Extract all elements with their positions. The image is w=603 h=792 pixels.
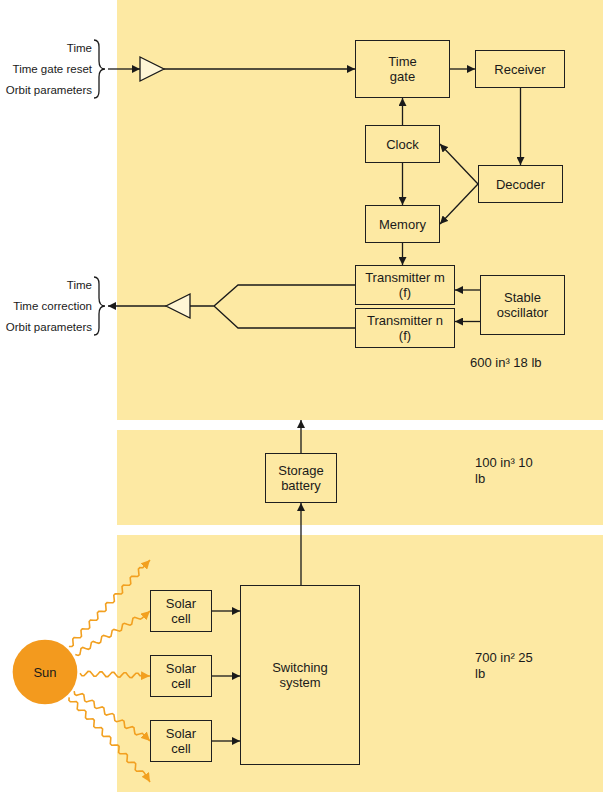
signal-arrow xyxy=(402,243,403,265)
box-label: Transmitter n (f) xyxy=(365,313,445,343)
spec-wrapper: 600 in³ 18 lb xyxy=(470,355,542,371)
light-ray xyxy=(69,560,150,647)
signal-arrow xyxy=(402,98,403,125)
function-box: Solar cell xyxy=(150,655,212,697)
light-ray xyxy=(69,697,150,782)
signal-arrow xyxy=(212,610,240,611)
signal-arrow xyxy=(440,184,478,224)
function-box: Transmitter n (f) xyxy=(355,308,455,348)
box-label: Transmitter m (f) xyxy=(365,270,445,300)
box-label: Receiver xyxy=(494,62,545,77)
signal-label-wrapper: Time gate reset xyxy=(13,62,92,76)
box-label: Solar cell xyxy=(159,596,203,626)
box-label: Clock xyxy=(386,137,419,152)
function-box: Storage battery xyxy=(265,453,337,503)
signal-label-wrapper: Time xyxy=(67,41,92,55)
signal-label: Time gate reset xyxy=(13,62,92,76)
output-wire xyxy=(108,305,166,306)
signal-label: Orbit parameters xyxy=(6,320,92,334)
output-amplifier xyxy=(166,294,190,318)
function-box: Stable oscillator xyxy=(480,275,565,335)
module-panel: 700 in² 25 lbSolar cellSolar cellSolar c… xyxy=(117,535,603,792)
signal-arrow xyxy=(455,289,480,290)
sun-circle: Sun xyxy=(12,639,78,705)
signal-arrow xyxy=(212,675,240,676)
signal-label: Time xyxy=(67,278,92,292)
spec-text: 700 in² 25 lb xyxy=(475,650,537,682)
function-box: Clock xyxy=(365,125,440,163)
signal-arrow xyxy=(450,68,475,69)
signal-arrow xyxy=(300,503,301,585)
signal-label-wrapper: Orbit parameters xyxy=(6,320,92,334)
output-wire xyxy=(190,285,355,328)
input-amplifier xyxy=(140,57,164,81)
spec-text: 600 in³ 18 lb xyxy=(470,355,542,371)
function-box: Solar cell xyxy=(150,720,212,762)
signal-arrow xyxy=(455,321,480,322)
signal-arrow xyxy=(402,163,403,205)
function-box: Time gate xyxy=(355,40,450,98)
box-label: Solar cell xyxy=(159,726,203,756)
function-box: Decoder xyxy=(478,165,563,203)
box-label: Solar cell xyxy=(159,661,203,691)
input-wire xyxy=(164,68,355,69)
input-wire xyxy=(108,68,140,69)
box-label: Time gate xyxy=(378,54,428,84)
signal-label-wrapper: Time correction xyxy=(13,299,92,313)
sun-disc xyxy=(13,640,78,705)
light-ray xyxy=(80,671,150,677)
light-ray xyxy=(75,611,150,655)
module-panel: 600 in³ 18 lb Time gate ReceiverClockDecod… xyxy=(117,0,603,420)
signal-label: Orbit parameters xyxy=(6,83,92,97)
spec-wrapper: 100 in³ 10 lb xyxy=(475,455,537,487)
spec-text: 100 in³ 10 lb xyxy=(475,455,537,487)
box-label: Stable oscillator xyxy=(488,290,558,320)
module-panel: 100 in³ 10 lb Storage battery xyxy=(117,430,603,525)
function-box: Receiver xyxy=(475,50,565,88)
function-box: Solar cell xyxy=(150,590,212,632)
signal-label-wrapper: Time xyxy=(67,278,92,292)
input-brace xyxy=(94,40,105,98)
box-label: Storage battery xyxy=(271,463,331,493)
signal-label-wrapper: Orbit parameters xyxy=(6,83,92,97)
function-box: Transmitter m (f) xyxy=(355,265,455,305)
signal-label: Time correction xyxy=(13,299,92,313)
signal-label: Time xyxy=(67,41,92,55)
signal-arrow xyxy=(440,144,478,184)
signal-arrow xyxy=(300,420,301,453)
output-brace xyxy=(94,277,105,335)
function-box: Memory xyxy=(365,205,440,243)
sun-label: Sun xyxy=(33,665,56,680)
box-label: Decoder xyxy=(496,177,545,192)
spec-wrapper: 700 in² 25 lb xyxy=(475,650,537,682)
signal-arrow xyxy=(212,740,240,741)
box-label: Memory xyxy=(379,217,426,232)
signal-arrow xyxy=(520,88,521,165)
light-ray xyxy=(74,691,150,741)
box-label: Switching system xyxy=(260,660,340,690)
function-box: Switching system xyxy=(240,585,360,765)
